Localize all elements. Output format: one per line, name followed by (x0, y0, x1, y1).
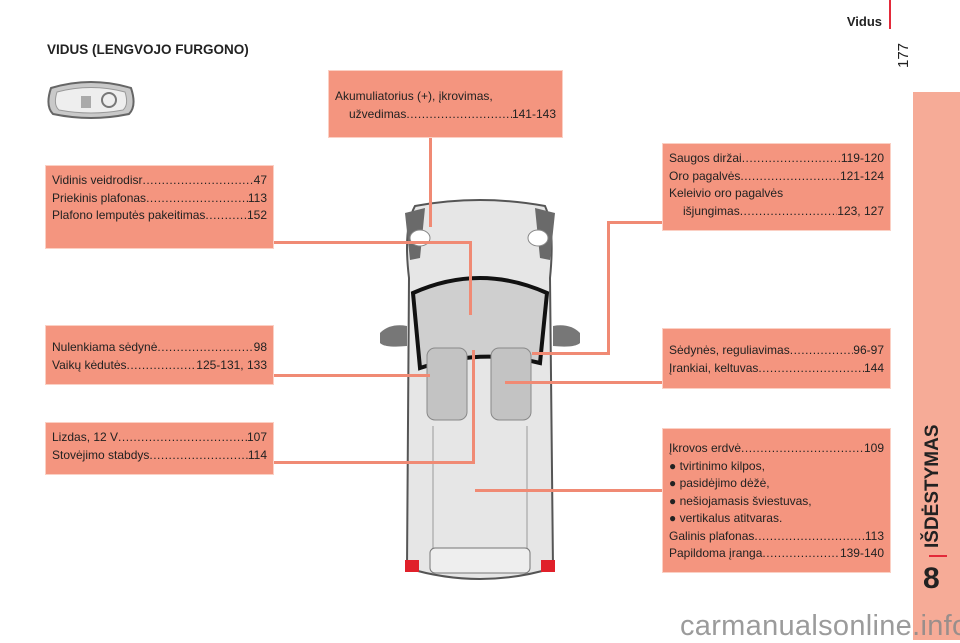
battery-callout: Akumuliatorius (+), įkrovimas, užvedimas… (328, 70, 563, 138)
entry-label: Saugos diržai (669, 151, 742, 165)
entry-page: 121-124 (839, 168, 884, 183)
watermark: carmanualsonline.info (680, 610, 960, 642)
bullet-item: ● vertikalus atitvaras. (669, 511, 783, 525)
leader-line-battery (429, 137, 432, 227)
leader-line-socket (273, 461, 475, 464)
list-item: Papildoma įranga 139-140 (669, 545, 884, 563)
leader-line-safety (532, 352, 610, 355)
list-item: Įkrovos erdvė 109 (669, 440, 884, 458)
battery-entry: užvedimas 141-143 (335, 106, 556, 124)
seats-adjustment-callout: Sėdynės, reguliavimas 96-97 Įrankiai, kel… (662, 328, 891, 389)
list-item: išjungimas 123, 127 (669, 203, 884, 221)
entry-page: 98 (253, 340, 267, 354)
entry-label: Papildoma įranga (669, 546, 763, 560)
leader-line-seats-adj (505, 381, 662, 384)
entry-page: 141-143 (511, 106, 556, 121)
entry-page: 139-140 (839, 546, 884, 560)
list-item: Plafono lemputės pakeitimas 152 (52, 207, 267, 225)
entry-label: Plafono lemputės pakeitimas (52, 208, 206, 222)
chapter-number: 8 (923, 562, 940, 595)
mirror-callout: Vidinis veidrodisr 47 Priekinis plafonas 1… (45, 165, 274, 249)
bullet-item: ● nešiojamasis šviestuvas, (669, 493, 812, 508)
list-item: Nulenkiama sėdynė 98 (52, 339, 267, 357)
list-item: Stovėjimo stabdys 114 (52, 447, 267, 465)
battery-label: Akumuliatorius (+), įkrovimas, (335, 89, 493, 103)
entry-label: Sėdynės, reguliavimas (669, 343, 790, 357)
list-item: Lizdas, 12 V 107 (52, 429, 267, 447)
leader-line-safety (607, 221, 610, 355)
list-item: Galinis plafonas 113 (669, 528, 884, 546)
list-item: Įrankiai, keltuvas 144 (669, 360, 884, 378)
list-item: Sėdynės, reguliavimas 96-97 (669, 342, 884, 360)
entry-label: Vidinis veidrodisr (52, 173, 143, 187)
van-top-view-illustration (380, 199, 580, 580)
list-item: Oro pagalvės 121-124 (669, 168, 884, 186)
entry-label: Galinis plafonas (669, 528, 755, 543)
rearview-mirror-icon (47, 81, 135, 119)
leader-line-socket (472, 350, 475, 464)
entry-page: 144 (863, 360, 884, 375)
chapter-tab-label: IŠDĖSTYMAS (922, 424, 943, 548)
entry-label: Oro pagalvės (669, 168, 741, 183)
cargo-callout: Įkrovos erdvė 109 ● tvirtinimo kilpos, ● … (662, 428, 891, 573)
entry-page: 107 (246, 430, 267, 444)
leader-line-mirror (273, 241, 472, 244)
leader-line-safety (607, 221, 662, 224)
entry-page: 152 (246, 208, 267, 222)
leader-line-mirror (469, 241, 472, 315)
entry-label: Lizdas, 12 V (52, 430, 119, 444)
safety-callout: Saugos diržai 119-120 Oro pagalvės 121-124… (662, 143, 891, 231)
socket-callout: Lizdas, 12 V 107 Stovėjimo stabdys 114 (45, 422, 274, 475)
entry-label: Priekinis plafonas (52, 190, 147, 205)
page-number: 177 (895, 42, 912, 68)
page-title: VIDUS (LENGVOJO FURGONO) (47, 42, 249, 57)
entry-label: Vaikų kėdutės (52, 357, 127, 372)
entry-page: 47 (253, 173, 267, 187)
list-item: Vidinis veidrodisr 47 (52, 172, 267, 190)
list-item: Saugos diržai 119-120 (669, 150, 884, 168)
entry-label: Įkrovos erdvė (669, 441, 742, 455)
bullet-item: ● tvirtinimo kilpos, (669, 458, 765, 473)
entry-page: 125-131, 133 (196, 357, 267, 372)
list-item: Priekinis plafonas 113 (52, 190, 267, 208)
leader-line-seat (273, 374, 430, 377)
entry-page: 119-120 (840, 151, 884, 165)
entry-page: 113 (864, 528, 884, 543)
entry-label: Stovėjimo stabdys (52, 447, 150, 462)
entry-label: užvedimas (349, 106, 407, 121)
entry-page: 123, 127 (837, 203, 884, 218)
entry-page: 113 (247, 190, 267, 205)
entry-label: Įrankiai, keltuvas (669, 360, 759, 375)
entry-page: 96-97 (853, 343, 884, 357)
entry-label: Nulenkiama sėdynė (52, 340, 158, 354)
entry-page: 109 (863, 441, 884, 455)
list-item: Vaikų kėdutės 125-131, 133 (52, 357, 267, 375)
seat-callout: Nulenkiama sėdynė 98 Vaikų kėdutės 125-131… (45, 325, 274, 385)
section-header: Vidus (846, 14, 882, 29)
chapter-tab-divider (929, 555, 947, 557)
entry-label: išjungimas (683, 203, 740, 218)
entry-page: 114 (247, 447, 267, 462)
header-divider (889, 0, 891, 29)
chapter-tab (913, 92, 960, 640)
bullet-item: ● pasidėjimo dėžė, (669, 476, 770, 490)
entry-label: Keleivio oro pagalvės (669, 186, 784, 200)
leader-line-cargo (475, 489, 662, 492)
